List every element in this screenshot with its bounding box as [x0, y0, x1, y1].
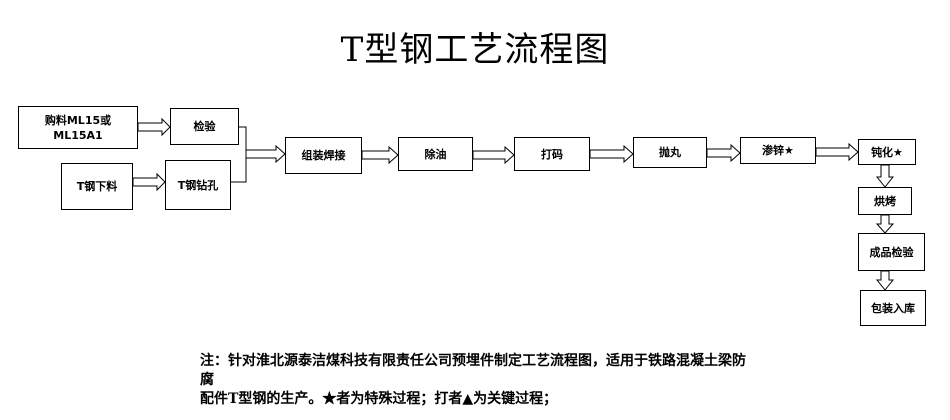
arrow-baking-final — [875, 214, 895, 234]
step-zinc-infiltration: 渗锌★ — [740, 137, 816, 164]
footnote-line-3: 配件T型钢的生产。★者为特殊过程；打者▲为关键过程； — [200, 391, 558, 407]
step-marking: 打码 — [514, 137, 590, 171]
arrow-passivation-baking — [875, 164, 895, 188]
arrow-marking-blasting — [589, 144, 634, 164]
arrow-cutting-drilling — [132, 172, 166, 192]
footnote-line-1: 注：针对淮北源泰洁煤科技有限责任公司预埋件制定工艺流程图，适用于铁路混凝土梁防 — [200, 353, 746, 369]
step-purchase: 购料ML15或 ML15A1 — [18, 106, 138, 149]
step-inspect: 检验 — [170, 108, 239, 145]
step-cutting: T钢下料 — [61, 163, 133, 210]
arrow-assembly-degreasing — [361, 145, 399, 165]
diagram-title: T型钢工艺流程图 — [340, 30, 610, 70]
step-shot-blasting: 抛丸 — [633, 137, 707, 168]
step-final-inspection: 成品检验 — [858, 233, 925, 271]
step-baking: 烘烤 — [858, 187, 912, 215]
step-assembly-welding: 组装焊接 — [285, 137, 362, 174]
step-degreasing: 除油 — [398, 137, 473, 171]
step-passivation: 钝化★ — [858, 139, 916, 165]
arrow-blasting-zinc — [706, 143, 741, 163]
step-packing-storage: 包装入库 — [860, 290, 926, 326]
step-drilling: T钢钻孔 — [165, 160, 231, 210]
arrow-degreasing-marking — [472, 145, 515, 165]
footnote: 注：针对淮北源泰洁煤科技有限责任公司预埋件制定工艺流程图，适用于铁路混凝土梁防 … — [200, 352, 900, 409]
footnote-line-2: 腐 — [200, 372, 214, 388]
arrow-bracket-assembly — [245, 144, 286, 164]
arrow-final-packing — [875, 270, 895, 291]
arrow-purchase-inspect — [137, 117, 171, 137]
arrow-zinc-passivation — [815, 142, 859, 162]
